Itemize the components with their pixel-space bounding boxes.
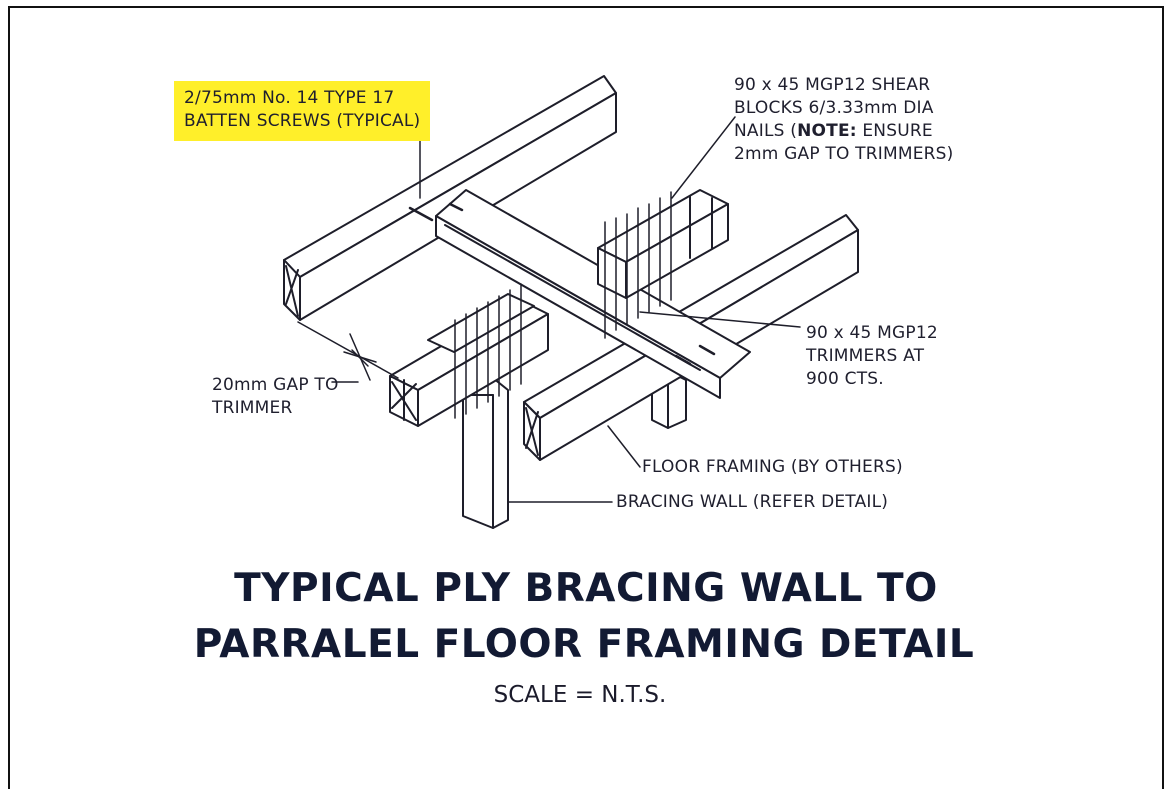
trimmer (435, 189, 751, 399)
scale-note: SCALE = N.T.S. (493, 682, 667, 708)
bracing-wall-label: BRACING WALL (REFER DETAIL) (616, 492, 889, 512)
trimmers-line1: 90 x 45 MGP12 (806, 323, 938, 343)
trimmers-label: 90 x 45 MGP12 TRIMMERS AT 900 CTS. (806, 322, 938, 391)
bracing-wall-post (462, 377, 509, 529)
shear-line2: BLOCKS 6/3.33mm DIA (734, 98, 934, 118)
shear-line3-prefix: NAILS ( (734, 121, 798, 141)
shear-line3-suffix: ENSURE (856, 121, 933, 141)
batten-screws-line1: 2/75mm No. 14 TYPE 17 (184, 88, 395, 108)
gap-line2: TRIMMER (212, 398, 293, 418)
gap-dimension (297, 321, 399, 381)
trimmers-line2: TRIMMERS AT (806, 346, 925, 366)
shear-line1: 90 x 45 MGP12 SHEAR (734, 75, 931, 95)
leader-lines (331, 116, 801, 503)
trimmers-line3: 900 CTS. (806, 369, 884, 389)
gap-label: 20mm GAP TO TRIMMER (212, 374, 339, 420)
nails-rear (604, 191, 672, 339)
shear-line3: NAILS (NOTE: ENSURE (734, 120, 954, 143)
floor-framing-label: FLOOR FRAMING (BY OTHERS) (642, 457, 903, 477)
shear-note: NOTE: (797, 121, 857, 141)
batten-screws (408, 202, 716, 366)
title-line2: PARRALEL FLOOR FRAMING DETAIL (193, 622, 975, 667)
title-line1: TYPICAL PLY BRACING WALL TO (234, 566, 938, 611)
nails-front (454, 283, 522, 419)
shear-line4: 2mm GAP TO TRIMMERS) (734, 144, 954, 164)
batten-screws-line2: BATTEN SCREWS (TYPICAL) (184, 111, 421, 131)
shear-block-rear (597, 189, 729, 299)
shear-blocks-label: 90 x 45 MGP12 SHEAR BLOCKS 6/3.33mm DIA … (734, 74, 954, 166)
batten-screws-label: 2/75mm No. 14 TYPE 17 BATTEN SCREWS (TYP… (178, 85, 427, 137)
gap-line1: 20mm GAP TO (212, 375, 339, 395)
